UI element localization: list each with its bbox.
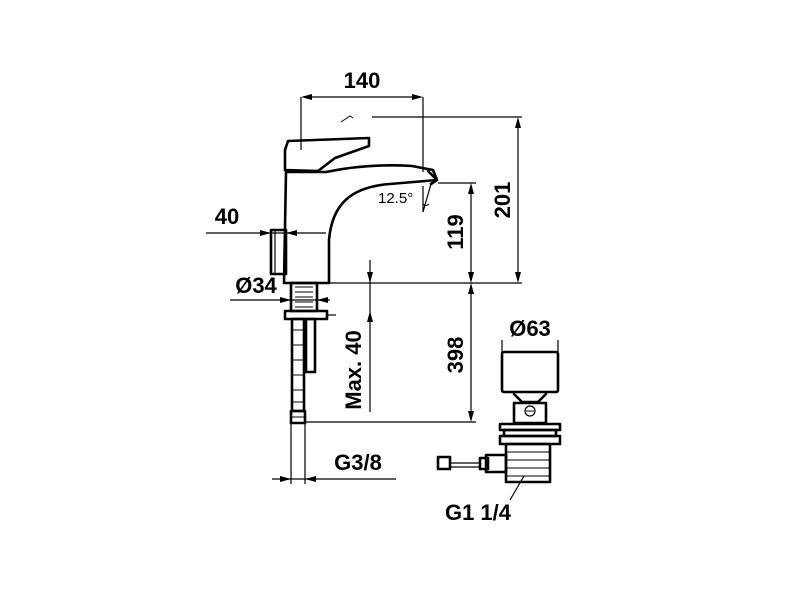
dim-waste-thread-label: G1 1/4 [445,500,512,525]
dim-waste-diameter-label: Ø63 [509,316,551,341]
dim-spout-height [438,182,476,283]
dim-waste-diameter [501,340,559,352]
dim-spout-angle-label: 12.5° [378,190,413,207]
dim-total-height [372,116,522,283]
dim-base-diameter-label: Ø34 [235,273,277,298]
dim-spout-reach-label: 140 [344,68,381,93]
mounting-shank [283,281,336,374]
dim-max-thickness [367,260,373,412]
dim-tail-length [306,283,476,423]
faucet-body [282,115,439,285]
dim-handle-offset-label: 40 [215,204,239,229]
side-knob [269,228,288,276]
dim-hose-thread-label: G3/8 [334,450,382,475]
dim-handle-offset [206,230,326,236]
dim-base-diameter [230,297,330,303]
dim-max-thickness-label: Max. 40 [341,330,366,410]
dim-spout-height-label: 119 [443,214,468,250]
dim-total-height-label: 201 [490,182,515,219]
dim-tail-length-label: 398 [443,337,468,374]
waste-valve [436,350,562,484]
flex-hoses [289,317,307,425]
waste-thread-leader [509,475,525,501]
dim-spout-angle [422,183,432,213]
dim-spout-reach [300,94,424,172]
dim-hose-thread [272,423,396,484]
